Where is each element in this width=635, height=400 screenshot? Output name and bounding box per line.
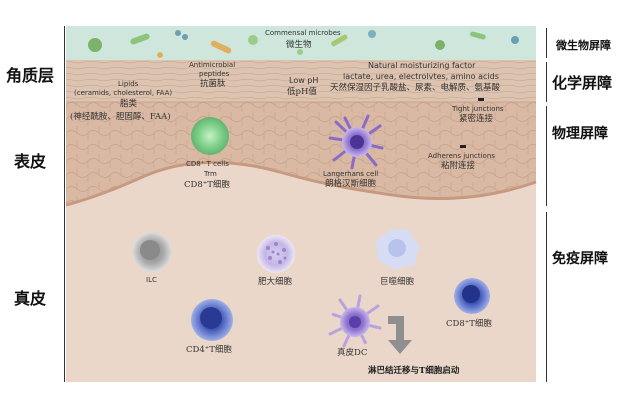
langerhans-en: Langerhans cell — [323, 170, 379, 178]
microbes-cn: 微生物 — [286, 40, 312, 50]
dermal-dc-cell — [328, 294, 382, 348]
tight-junctions-cn: 紧密连接 — [459, 114, 494, 124]
label-physical-barrier: 物理屏障 — [552, 126, 608, 142]
bracket-microbial — [546, 28, 547, 58]
tight-junction-mark — [478, 98, 484, 101]
left-divider — [64, 26, 65, 382]
label-stratum-corneum: 角质层 — [6, 66, 55, 85]
cd8-epi-en-1: CD8⁺ T cells — [186, 160, 229, 168]
cd8-dermal-cell — [454, 278, 490, 314]
ilc-cell — [132, 232, 172, 272]
cd8-epi-cn: CD8⁺T细胞 — [184, 180, 230, 190]
nmf-cn: 天然保湿因子乳酸盐、尿素、电解质、氨基酸 — [330, 83, 501, 93]
mast-label: 肥大细胞 — [258, 277, 293, 287]
nmf-en-1: Natural moisturizing factor — [368, 61, 476, 70]
migration-arrow — [388, 316, 412, 354]
adherens-junction-mark — [460, 145, 466, 148]
microbes-en: Commensal microbes — [265, 29, 341, 37]
lipids-cn-1: 脂类 — [120, 99, 138, 109]
adherens-junctions-en: Adherens junctions — [428, 152, 495, 160]
bracket-immune — [546, 212, 547, 382]
ilc-label: ILC — [146, 276, 157, 284]
lipids-en-2: (ceramids, cholesterol, FAA) — [74, 89, 173, 97]
low-ph-en: Low pH — [289, 76, 319, 85]
cd4-cell — [191, 299, 233, 341]
nmf-en-2: lactate, urea, electrolvtes, amino acids — [343, 72, 499, 81]
label-microbial-barrier: 微生物屏障 — [556, 39, 611, 52]
cd8-epi-en-2: Trm — [204, 170, 217, 178]
cd4-label: CD4⁺T细胞 — [186, 345, 232, 355]
lipids-cn-2: (神经酰胺、胆固醇、FAA) — [70, 112, 171, 122]
low-ph-cn: 低pH值 — [287, 87, 317, 97]
lipids-en-1: Lipids — [118, 80, 139, 88]
antimicrobial-en-1: Antimicrobial — [189, 61, 236, 69]
macrophage-label: 巨噬细胞 — [380, 277, 415, 287]
tight-junctions-en: Tight junctions — [452, 105, 504, 113]
macrophage-cell — [376, 229, 420, 270]
langerhans-cell — [328, 114, 384, 170]
adherens-junctions-cn: 粘附连接 — [441, 161, 476, 171]
antimicrobial-cn: 抗菌肽 — [200, 79, 226, 89]
label-epidermis: 表皮 — [14, 152, 47, 171]
antimicrobial-en-2: peptides — [199, 70, 230, 78]
cd8-trm-cell — [191, 117, 229, 155]
dermal-dc-label: 真皮DC — [337, 348, 368, 358]
label-immune-barrier: 免疫屏障 — [552, 251, 608, 267]
bracket-chemical — [546, 62, 547, 102]
migration-label: 淋巴结迁移与T细胞启动 — [368, 366, 460, 376]
mast-cell — [257, 235, 295, 273]
label-dermis: 真皮 — [14, 289, 47, 308]
label-chemical-barrier: 化学屏障 — [552, 74, 613, 92]
bracket-physical — [546, 106, 547, 206]
cd8-dermal-label: CD8⁺T细胞 — [446, 319, 492, 329]
langerhans-cn: 朗格汉斯细胞 — [325, 179, 377, 189]
microbes-illustration — [88, 30, 519, 58]
